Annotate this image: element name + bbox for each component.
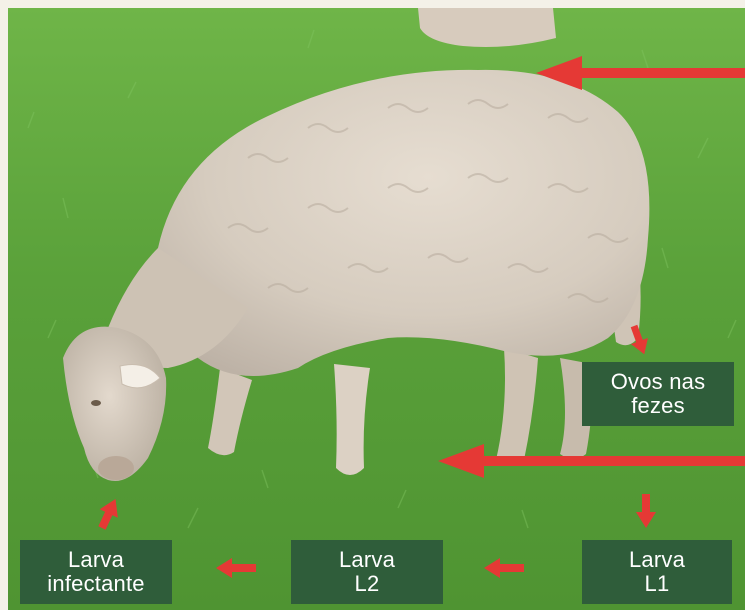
sheep-eye: [91, 400, 101, 406]
label-infective-larva: Larva infectante: [20, 540, 172, 604]
arrow-to-grass-shaft: [480, 456, 745, 466]
label-larva-l1: Larva L1: [582, 540, 732, 604]
label-larva-l2: Larva L2: [291, 540, 443, 604]
label-eggs-in-feces: Ovos nas fezes: [582, 362, 734, 426]
label-l2-text: Larva L2: [339, 548, 395, 596]
label-eggs-text: Ovos nas fezes: [611, 370, 706, 418]
arrow-to-back-shaft: [578, 68, 745, 78]
label-infective-text: Larva infectante: [47, 548, 144, 596]
sheep-muzzle: [98, 456, 134, 480]
label-l1-text: Larva L1: [629, 548, 685, 596]
sheep-grazing-photo: [8, 8, 745, 610]
